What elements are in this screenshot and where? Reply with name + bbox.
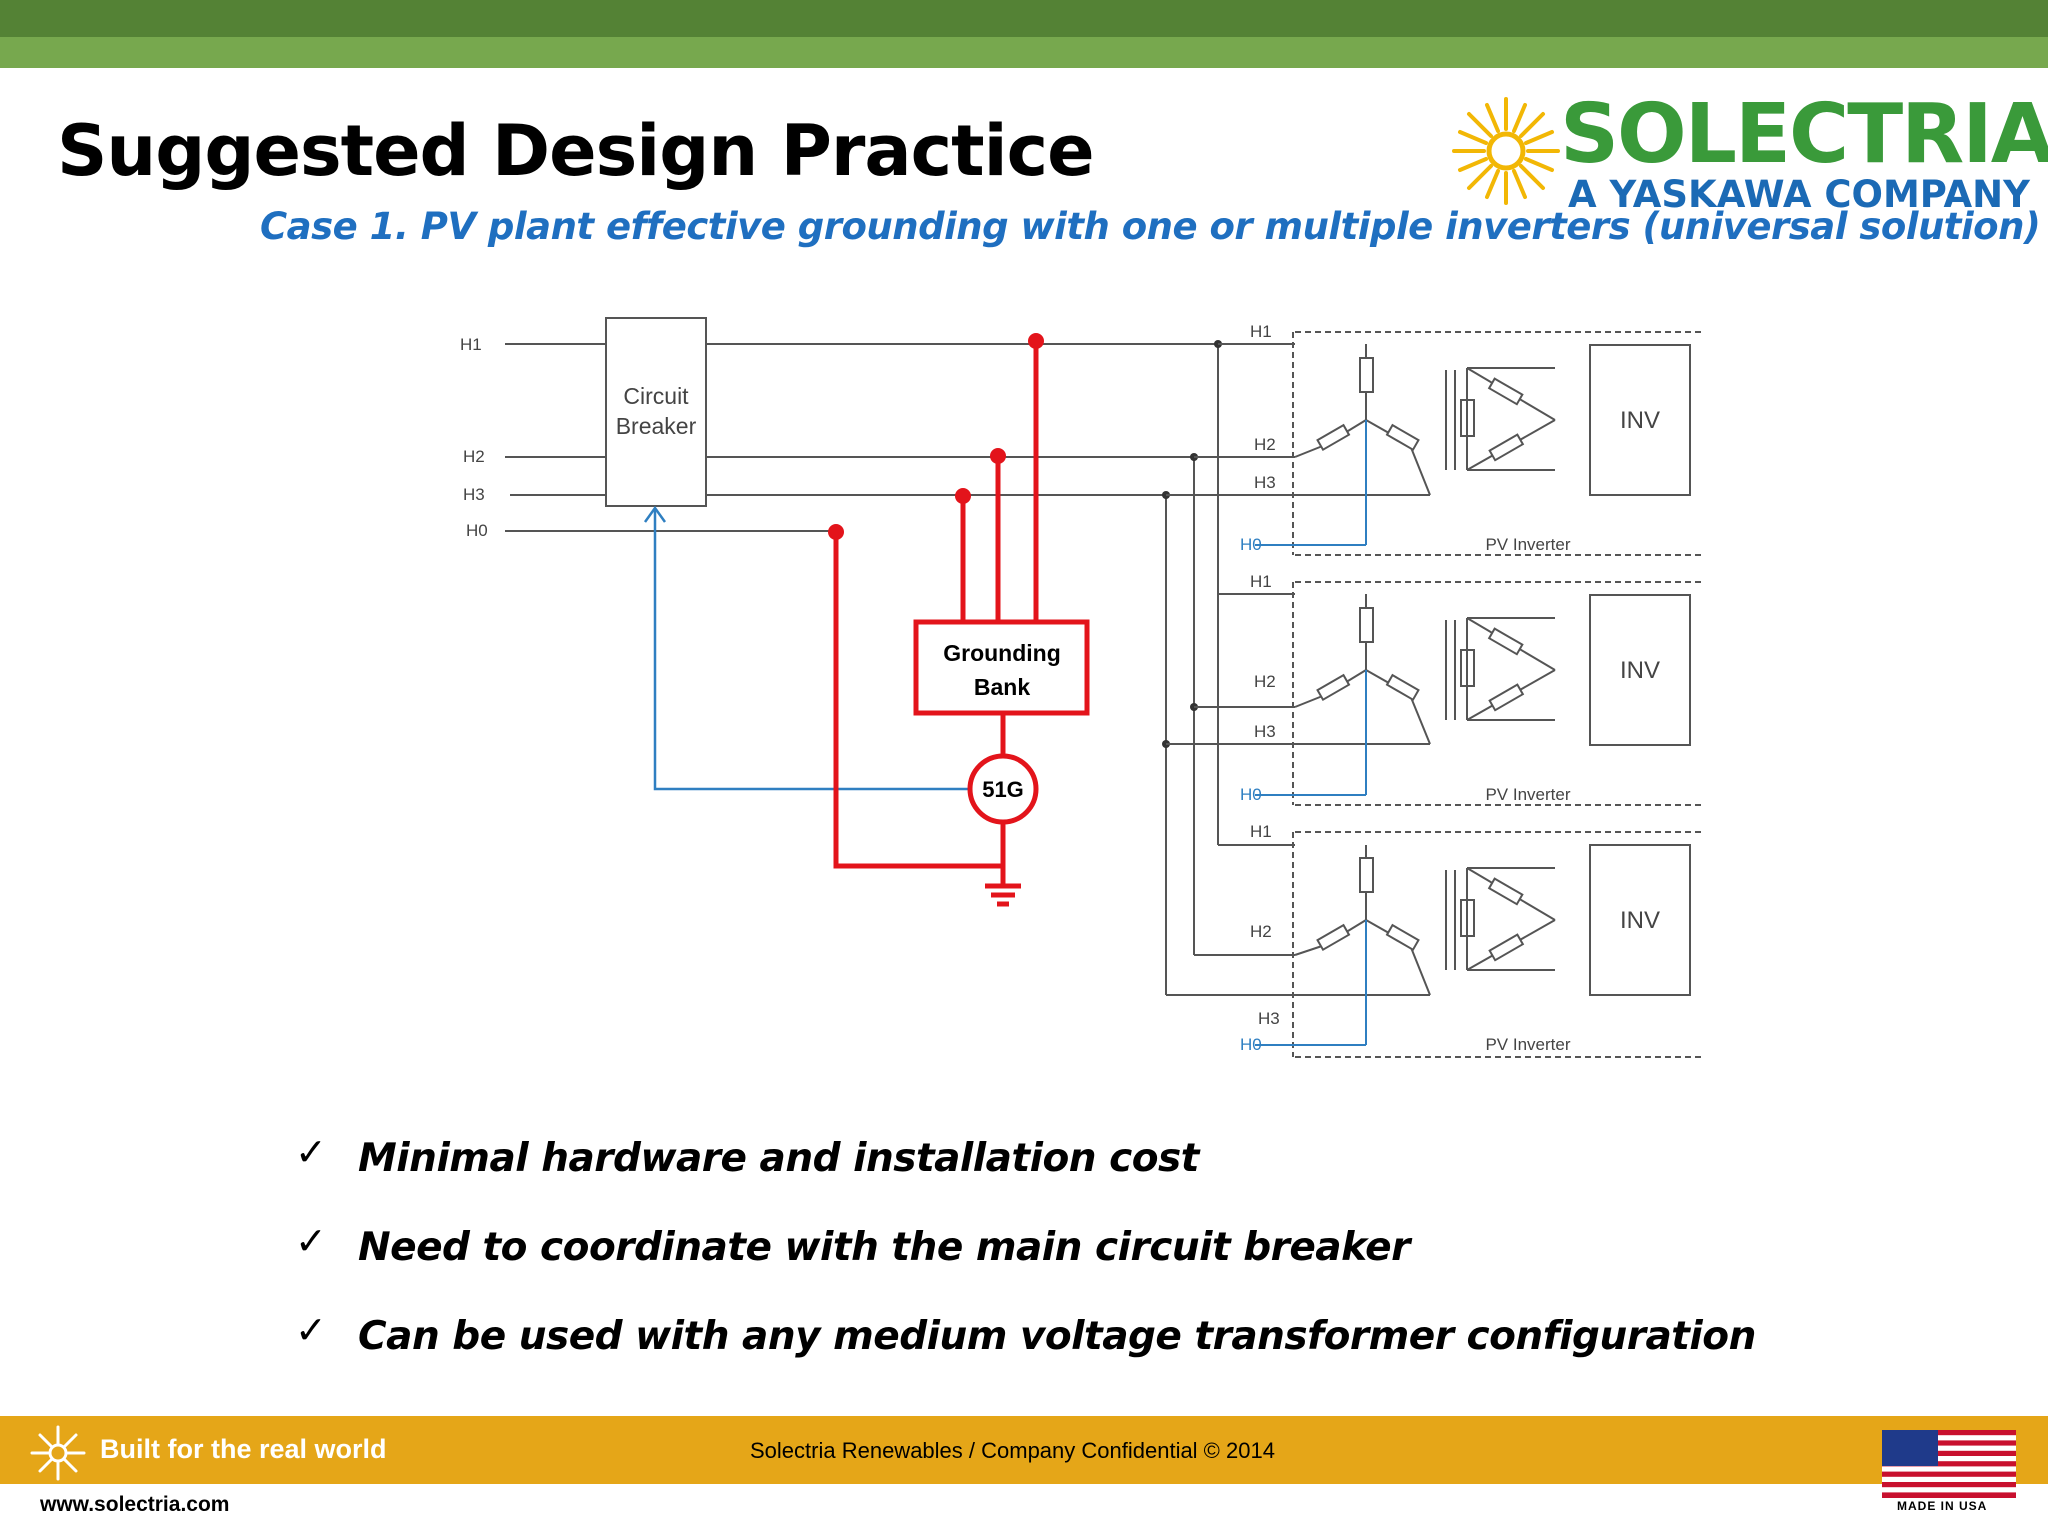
check-icon: ✓ [295, 1130, 327, 1174]
inverter-3-h3: H3 [1258, 1009, 1280, 1028]
relay-51g [967, 753, 1039, 825]
bullet-text: Need to coordinate with the main circuit… [358, 1225, 1410, 1270]
inverter-1-inv: INV [1620, 407, 1660, 434]
header-band-dark [0, 0, 2048, 37]
inverter-3-h0: H0 [1240, 1035, 1262, 1054]
sun-icon [1452, 97, 1560, 205]
inverter-3-caption: PV Inverter [1485, 1035, 1570, 1054]
inverter-3-inv: INV [1620, 907, 1660, 934]
grounding-bank-label: Bank [974, 674, 1030, 700]
inverter-2-caption: PV Inverter [1485, 785, 1570, 804]
pv-inverter-block-2: H1 H2 H3 H0 INV PV Inverter [1166, 572, 1705, 806]
relay-trip-line [643, 505, 968, 791]
inverter-2-inv: INV [1620, 657, 1660, 684]
pv-inverter-block-1: H1 H2 H3 H0 INV PV Inverter [1166, 322, 1705, 556]
line-label-h0: H0 [466, 521, 488, 540]
footer-tagline: Built for the real world [100, 1434, 387, 1464]
grounding-bank [913, 619, 1090, 716]
page-subtitle: Case 1. PV plant effective grounding wit… [260, 205, 2041, 248]
grounding-connections [833, 341, 1039, 907]
bullet-text: Minimal hardware and installation cost [358, 1136, 1199, 1181]
inverter-1-caption: PV Inverter [1485, 535, 1570, 554]
us-flag-icon [1882, 1430, 2016, 1498]
inverter-1-h0: H0 [1240, 535, 1262, 554]
check-icon: ✓ [295, 1308, 327, 1352]
circuit-breaker-label: Circuit [623, 383, 689, 409]
inverter-2-h3: H3 [1254, 722, 1276, 741]
inverter-1-h3: H3 [1254, 473, 1276, 492]
page-title: Suggested Design Practice [57, 110, 1095, 192]
sun-icon [30, 1425, 86, 1481]
relay-51g-label: 51G [982, 777, 1024, 802]
inverter-1-h2: H2 [1254, 435, 1276, 454]
inverter-3-h1: H1 [1250, 822, 1272, 841]
circuit-breaker-label: Breaker [616, 413, 697, 439]
line-label-h2: H2 [463, 447, 485, 466]
footer-band [0, 1416, 2048, 1484]
grounding-bank-label: Grounding [943, 640, 1061, 666]
logo-tagline: A YASKAWA COMPANY [1568, 173, 2030, 216]
inverter-2-h2: H2 [1254, 672, 1276, 691]
logo-name: SOLECTRIA [1560, 87, 2048, 182]
header-band-light [0, 37, 2048, 68]
inverter-3-h2: H2 [1250, 922, 1272, 941]
inverter-2-h1: H1 [1250, 572, 1272, 591]
pv-inverter-block-3: H1 H2 H3 H0 INV PV Inverter [1166, 822, 1705, 1058]
circuit-breaker [605, 317, 707, 507]
website-link[interactable]: www.solectria.com [40, 1493, 230, 1516]
company-logo: SOLECTRIA A YASKAWA COMPANY [1450, 87, 2048, 220]
made-in-usa-label: MADE IN USA [1897, 1499, 1988, 1513]
line-label-h3: H3 [463, 485, 485, 504]
line-label-h1: H1 [460, 335, 482, 354]
inverter-2-h0: H0 [1240, 785, 1262, 804]
bullet-text: Can be used with any medium voltage tran… [358, 1314, 1756, 1359]
footer-confidential: Solectria Renewables / Company Confident… [750, 1438, 1275, 1463]
check-icon: ✓ [295, 1219, 327, 1263]
grounding-diagram: H1 H2 H3 H0 Circuit Breaker [460, 317, 1705, 1058]
inverter-1-h1: H1 [1250, 322, 1272, 341]
